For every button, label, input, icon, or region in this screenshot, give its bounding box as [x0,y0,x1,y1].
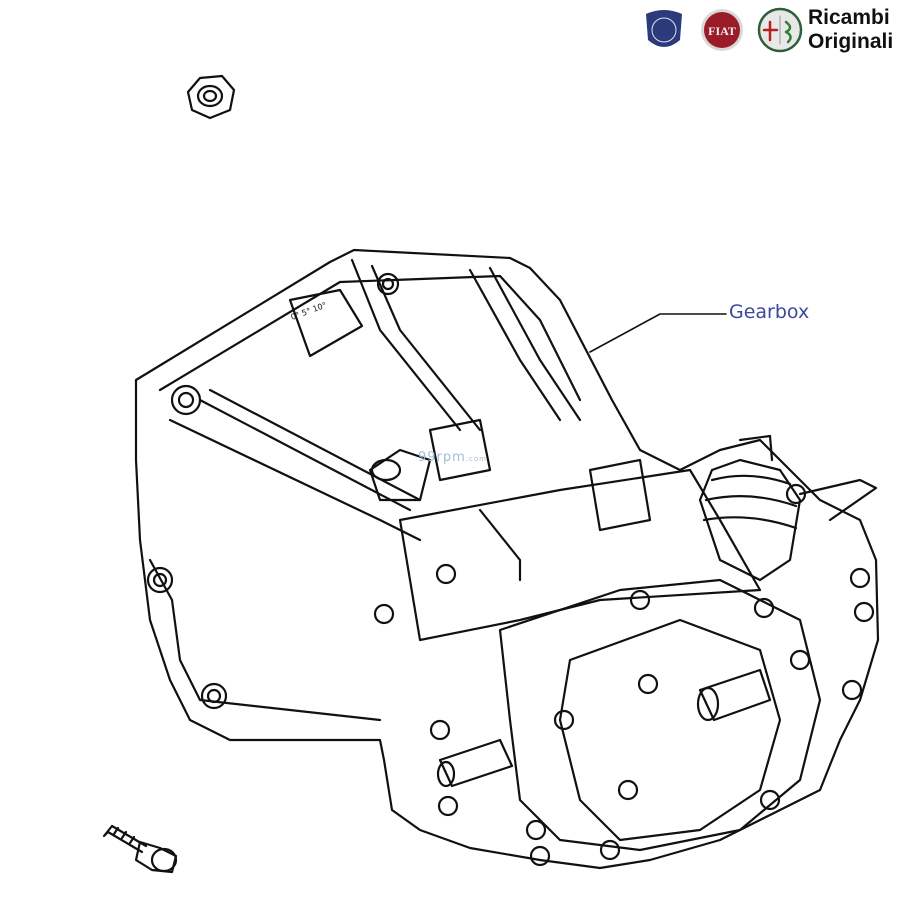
brand-line2: Originali [808,30,894,53]
bolt-part [102,824,178,874]
nut-part [186,74,236,120]
gearbox-housing: 0° 5° 10° [134,248,880,870]
watermark-main: 99rpm [418,450,466,465]
watermark: 99rpm.com [418,450,487,465]
ricambi-originali-brand: Ricambi Originali [808,6,893,54]
svg-text:FIAT: FIAT [708,24,736,38]
fiat-logo: FIAT [701,9,743,51]
label-plate [288,288,364,358]
alfa-romeo-logo [757,7,803,53]
callout-leader-line [589,313,727,353]
bolt-heads [373,483,875,867]
brand-line1: Ricambi [808,6,890,29]
lancia-logo [646,10,682,47]
svg-text:0° 5° 10°: 0° 5° 10° [290,301,328,322]
watermark-suffix: .com [465,455,487,463]
gearbox-callout-label: Gearbox [729,301,810,323]
